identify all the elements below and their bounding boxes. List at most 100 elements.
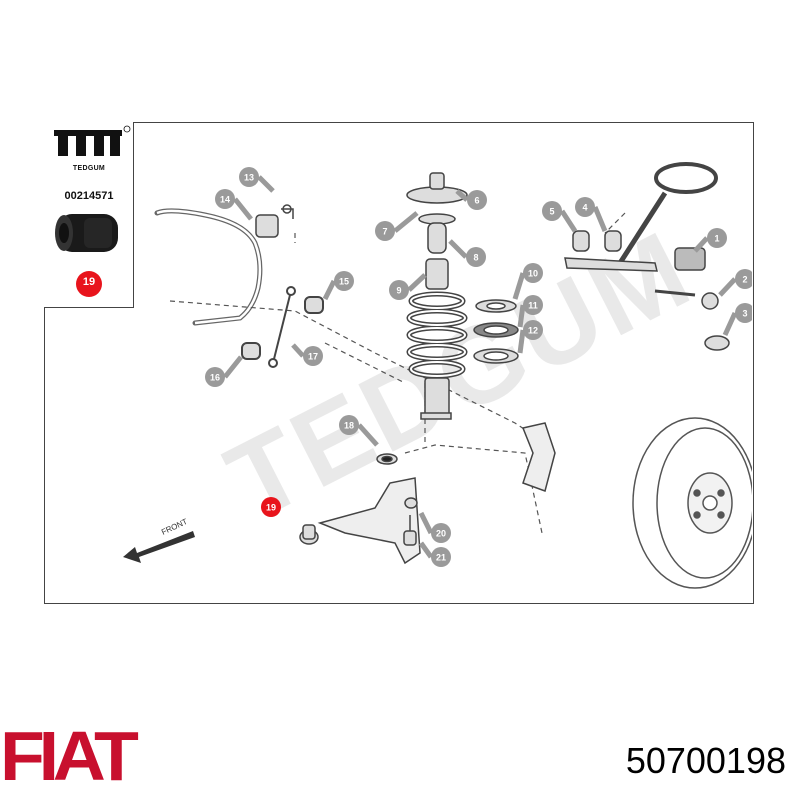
callout-arrow	[233, 197, 253, 221]
callout-badge	[205, 367, 225, 387]
strut-top-mount	[406, 172, 468, 225]
callout-badge	[523, 263, 543, 283]
tedgum-logo-icon	[54, 125, 131, 156]
callout-label: 11	[528, 301, 538, 311]
callout-20: 20	[418, 511, 451, 543]
callout-12: 12	[517, 320, 543, 354]
callout-badge	[239, 167, 259, 187]
callout-16: 16	[205, 355, 243, 387]
wheel	[632, 417, 752, 589]
callout-arrow	[517, 304, 526, 328]
callout-badge	[303, 346, 323, 366]
callout-badge	[215, 189, 235, 209]
callout-arrow	[592, 206, 608, 232]
callout-1: 1	[693, 228, 727, 253]
callout-badge	[334, 271, 354, 291]
callout-arrow	[257, 175, 275, 193]
callout-badge	[431, 547, 451, 567]
bump-stop	[427, 222, 447, 254]
callout-arrow	[291, 343, 305, 358]
callout-label: 7	[382, 227, 387, 237]
callout-label: 18	[344, 421, 354, 431]
callout-badge	[339, 415, 359, 435]
bearing-rings	[473, 299, 519, 364]
bushing-18	[376, 453, 398, 465]
callout-arrow	[512, 272, 526, 300]
callout-arrow	[393, 211, 419, 233]
callout-badge	[466, 247, 486, 267]
callout-10: 10	[512, 263, 543, 300]
callout-label: 19	[266, 503, 276, 513]
highlight-badge-label: 19	[82, 276, 96, 288]
callout-badge	[467, 190, 487, 210]
callout-badge	[523, 295, 543, 315]
callout-badge	[375, 221, 395, 241]
callout-badge	[431, 523, 451, 543]
callout-label: 4	[582, 203, 587, 213]
callout-14: 14	[215, 189, 253, 221]
control-arm	[317, 477, 421, 565]
callout-label: 3	[742, 309, 747, 319]
callout-label: 20	[436, 529, 446, 539]
callout-21: 21	[418, 541, 451, 567]
callout-label: 14	[220, 195, 230, 205]
front-label: FRONT	[160, 517, 189, 537]
callout-13: 13	[239, 167, 275, 193]
bushing-19	[299, 524, 319, 545]
callout-4: 4	[575, 197, 608, 232]
inset-code: 00214571	[64, 190, 114, 202]
fiat-logo: FIAT	[0, 717, 139, 795]
callout-arrow	[455, 189, 469, 202]
callout-arrow	[223, 355, 243, 379]
strut-body	[420, 377, 452, 420]
callout-arrow	[718, 277, 737, 297]
callout-label: 13	[244, 173, 254, 183]
callout-arrow	[418, 511, 434, 535]
callout-arrow	[722, 311, 738, 337]
callout-badge	[523, 320, 543, 340]
callout-label: 1	[714, 234, 719, 244]
callout-18: 18	[339, 415, 379, 447]
callout-label: 9	[396, 286, 401, 296]
callout-5: 5	[542, 201, 578, 233]
callout-badge	[735, 303, 752, 323]
callout-arrow	[357, 423, 379, 447]
callout-label: 16	[210, 373, 220, 383]
callout-label: 2	[742, 275, 747, 285]
steering-knuckle	[521, 422, 556, 492]
callout-badge	[542, 201, 562, 221]
stabilizer-mount	[255, 204, 294, 238]
callout-arrow	[693, 236, 709, 253]
dust-boot	[425, 258, 449, 290]
callout-badge	[575, 197, 595, 217]
callout-label: 15	[339, 277, 349, 287]
callout-arrow	[407, 273, 427, 292]
callout-17: 17	[291, 343, 323, 366]
callout-arrow	[517, 329, 526, 354]
callout-badge	[261, 497, 281, 517]
highlight-badge	[76, 271, 102, 297]
callout-badge	[735, 269, 752, 289]
callout-15: 15	[322, 271, 354, 301]
ball-joint	[403, 497, 418, 546]
callout-label: 12	[528, 326, 538, 336]
callout-8: 8	[448, 239, 486, 267]
suspension-diagram: TEDGUM	[123, 162, 752, 589]
callout-label: 6	[474, 196, 479, 206]
callout-9: 9	[389, 273, 427, 300]
callout-label: 5	[549, 207, 554, 217]
callout-arrow	[559, 209, 578, 233]
callout-3: 3	[722, 303, 752, 337]
callout-arrow	[448, 239, 468, 259]
diagram-frame: TEDGUM	[44, 122, 754, 604]
stabilizer-link	[241, 286, 324, 368]
front-arrow: FRONT	[123, 517, 195, 563]
product-inset: TEDGUM 00214571 19	[44, 122, 134, 308]
callout-label: 10	[528, 269, 538, 279]
callout-7: 7	[375, 211, 419, 241]
part-number: 50700198	[625, 740, 786, 781]
callout-label: 17	[308, 352, 318, 362]
callout-badge	[389, 280, 409, 300]
callout-arrow	[418, 541, 434, 559]
